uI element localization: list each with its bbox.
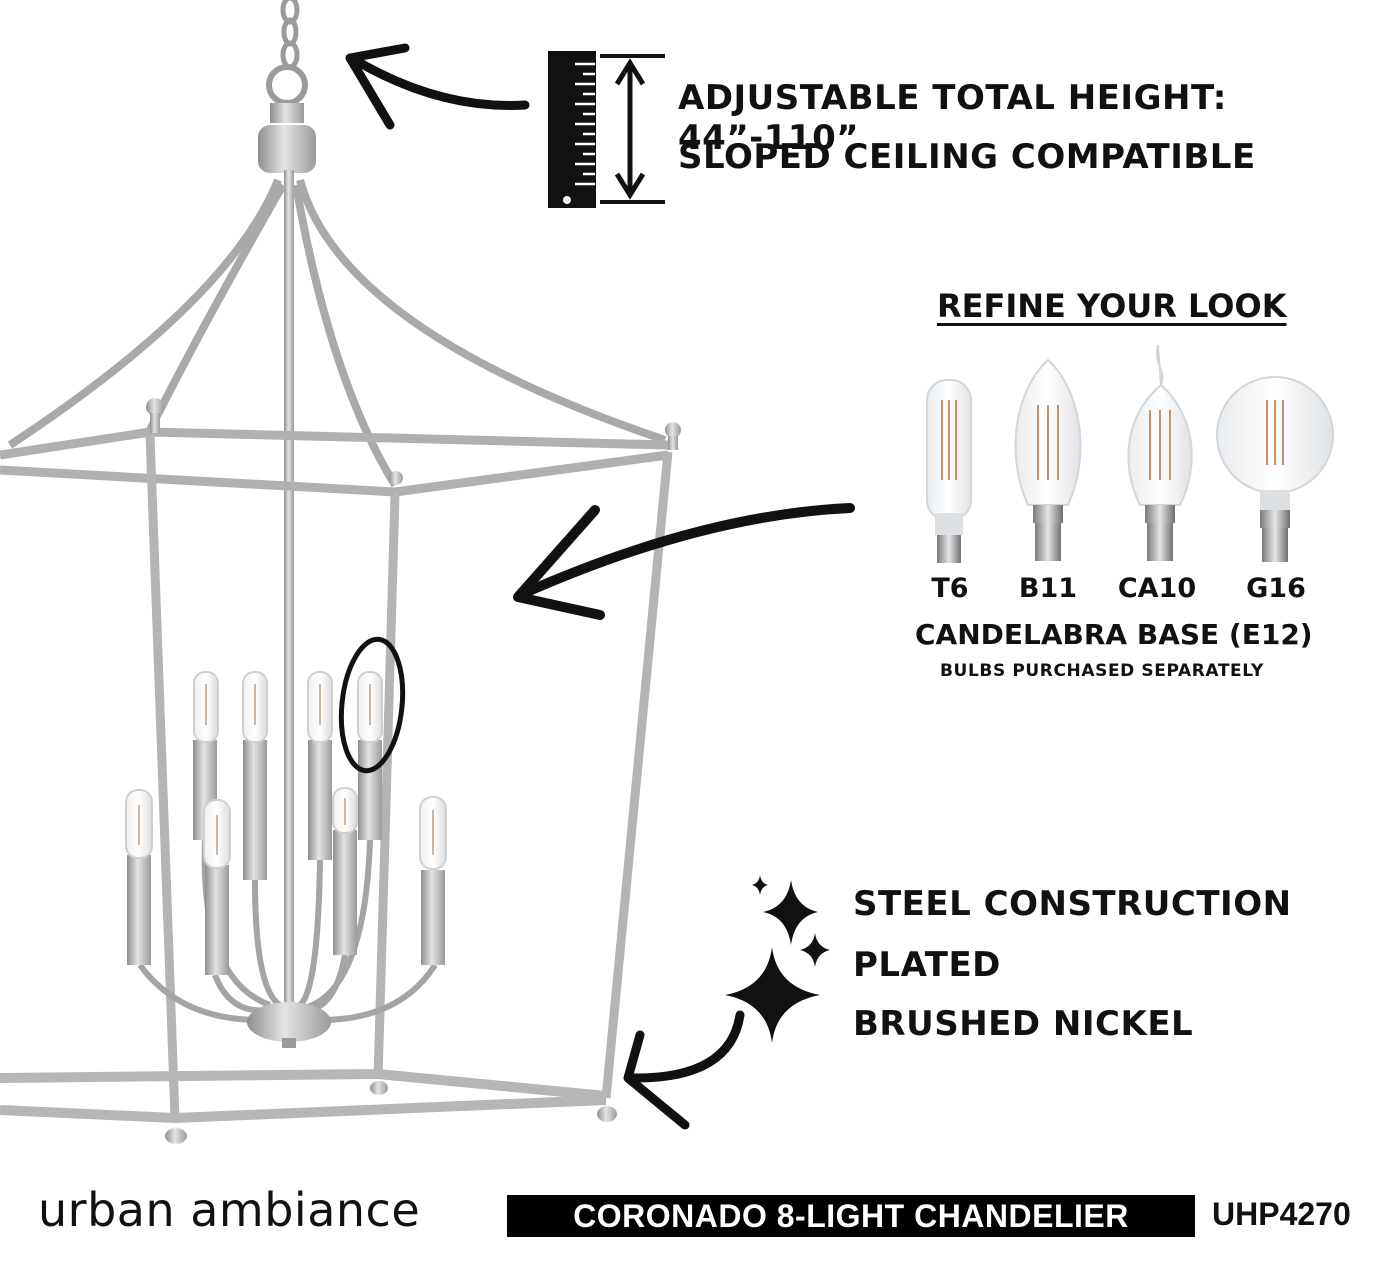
lower-frame xyxy=(0,1068,607,1124)
height-feature-line1: ADJUSTABLE TOTAL HEIGHT: 44”-110” xyxy=(678,78,1227,158)
material-line1: STEEL CONSTRUCTION xyxy=(853,884,1292,924)
frame-posts xyxy=(145,434,673,1119)
hanging-chain xyxy=(266,0,308,106)
candle-sockets xyxy=(127,740,445,975)
upper-frame xyxy=(0,427,669,497)
bulbs-sold-separately-note: BULBS PURCHASED SEPARATELY xyxy=(940,661,1264,681)
bulb-callout-circle xyxy=(338,636,406,774)
bulb-label-t6: T6 xyxy=(931,573,969,604)
height-feature-line2: SLOPED CEILING COMPATIBLE xyxy=(678,137,1256,177)
central-rod xyxy=(284,170,294,1010)
center-hub xyxy=(247,1002,331,1042)
bulb-images xyxy=(926,345,1334,563)
brand-logo: urban ambiance xyxy=(38,1183,421,1237)
top-canopy xyxy=(258,103,316,173)
bulb-label-g16: G16 xyxy=(1246,573,1306,604)
flame-tip-bulb-icon xyxy=(1127,345,1193,561)
upper-finials xyxy=(146,398,681,485)
bulb-label-ca10: CA10 xyxy=(1117,573,1197,604)
bulb-options-heading: REFINE YOUR LOOK xyxy=(937,287,1287,325)
ruler-icon xyxy=(548,51,665,208)
chandelier-illustration xyxy=(0,0,681,1144)
arrow-to-frame-icon xyxy=(513,503,855,620)
product-name: CORONADO 8-LIGHT CHANDELIER xyxy=(573,1197,1129,1234)
material-line3: BRUSHED NICKEL xyxy=(853,1004,1194,1044)
bulb-base-type: CANDELABRA BASE (E12) xyxy=(915,618,1313,651)
arrow-to-base-icon xyxy=(623,1010,745,1130)
bulb-label-b11: B11 xyxy=(1018,573,1078,604)
tube-bulb-icon xyxy=(926,379,972,563)
material-line2: PLATED xyxy=(853,945,1001,985)
arrow-to-chain-icon xyxy=(345,43,530,130)
torpedo-bulb-icon xyxy=(1014,358,1082,561)
globe-bulb-icon xyxy=(1216,376,1334,562)
sparkle-icon xyxy=(725,875,830,1043)
product-name-bar: CORONADO 8-LIGHT CHANDELIER xyxy=(507,1195,1195,1237)
product-sku: UHP4270 xyxy=(1212,1196,1351,1232)
lower-finials xyxy=(165,1081,617,1144)
bulb-filaments xyxy=(138,684,434,855)
